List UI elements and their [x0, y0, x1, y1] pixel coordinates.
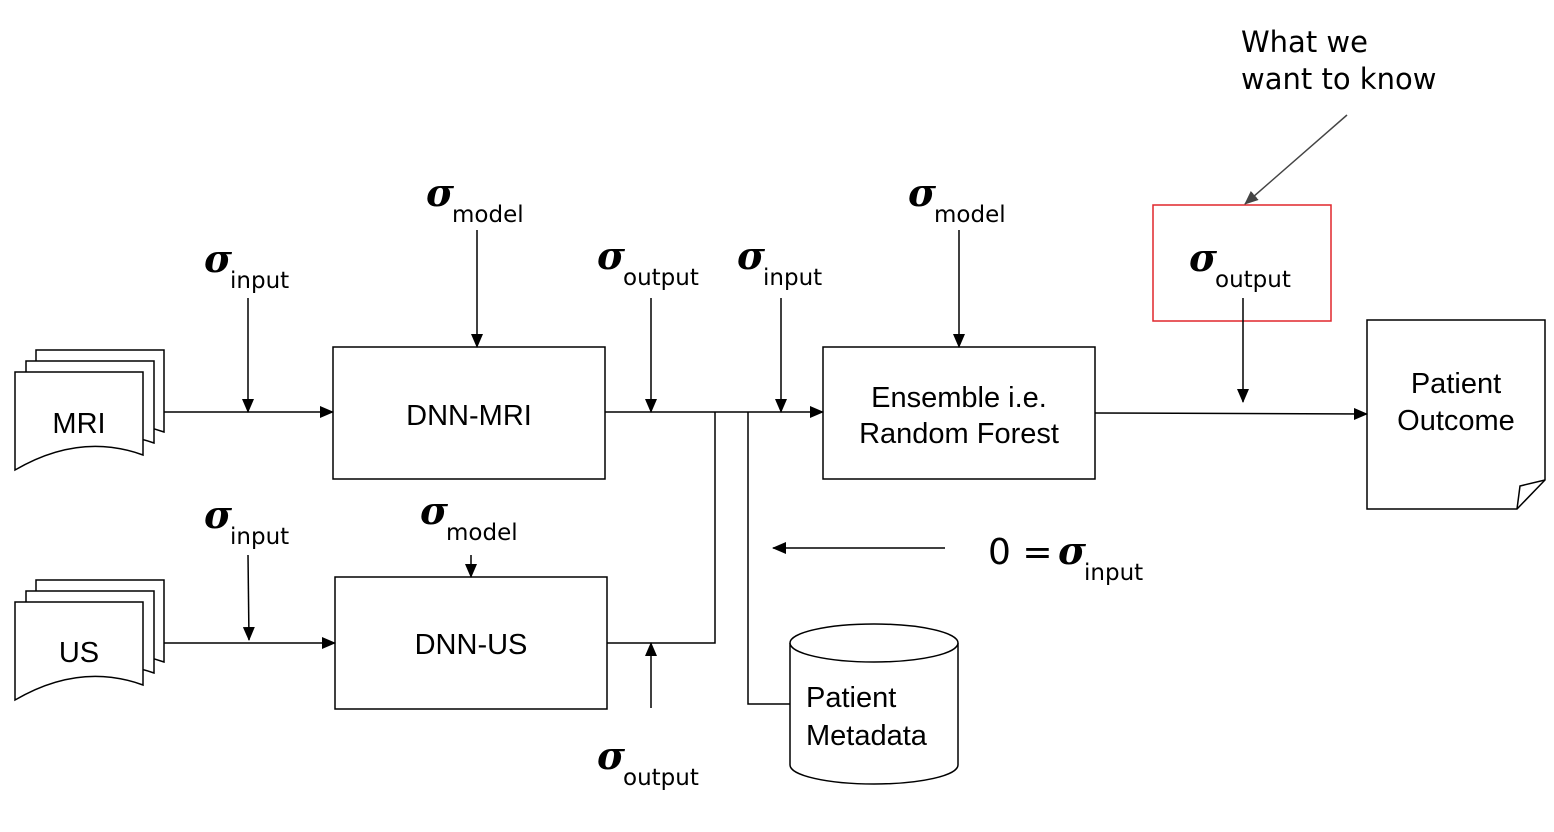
svg-text:0 =: 0 =: [988, 532, 1053, 573]
outcome-label-line1: Patient: [1411, 368, 1501, 400]
svg-text:σ: σ: [426, 170, 455, 215]
sigma-model-dnn-mri: σ model: [426, 170, 524, 228]
svg-text:output: output: [623, 265, 699, 291]
mri-input-label: MRI: [52, 408, 105, 440]
sigma-input-ensemble: σ input: [737, 233, 822, 291]
patient-outcome-document: [1366, 319, 1546, 510]
dnn-us-label: DNN-US: [415, 629, 528, 661]
sigma-output-final: σ output: [1189, 235, 1291, 293]
annotation-line1: What we: [1241, 25, 1368, 59]
svg-text:σ: σ: [420, 488, 449, 533]
svg-text:σ: σ: [1189, 235, 1218, 280]
patient-metadata-database: [789, 623, 959, 785]
ensemble-label-line2: Random Forest: [859, 418, 1059, 450]
mri-input-documents: [14, 349, 165, 472]
annotation-arrow: [1244, 114, 1348, 205]
svg-text:model: model: [446, 520, 518, 546]
svg-text:input: input: [230, 268, 289, 294]
svg-text:σ: σ: [204, 236, 233, 281]
ensemble-label-line1: Ensemble i.e.: [871, 382, 1047, 414]
sigma-output-dnn-mri: σ output: [597, 233, 699, 291]
svg-text:output: output: [623, 765, 699, 791]
sigma-model-ensemble: σ model: [908, 170, 1006, 228]
dnn-mri-box: [332, 346, 606, 480]
sigma-input-mri: σ input: [204, 236, 289, 294]
us-input-label: US: [59, 637, 99, 669]
highlight-box: [1152, 204, 1332, 322]
us-input-documents: [14, 579, 165, 702]
ensemble-box: [822, 346, 1096, 480]
sigma-input-us: σ input: [204, 492, 289, 550]
dnn-us-box: [334, 576, 608, 710]
svg-text:model: model: [452, 202, 524, 228]
dnn-mri-label: DNN-MRI: [406, 400, 532, 432]
metadata-label-line1: Patient: [806, 682, 896, 714]
svg-text:σ: σ: [204, 492, 233, 537]
svg-text:input: input: [230, 524, 289, 550]
svg-text:input: input: [763, 265, 822, 291]
svg-text:σ: σ: [597, 733, 626, 778]
svg-text:model: model: [934, 202, 1006, 228]
sigma-output-dnn-us: σ output: [597, 733, 699, 791]
annotation-line2: want to know: [1241, 62, 1436, 96]
svg-text:σ: σ: [737, 233, 766, 278]
svg-text:σ: σ: [597, 233, 626, 278]
sigma-input-metadata: 0 = σ input: [988, 528, 1143, 586]
svg-text:output: output: [1215, 267, 1291, 293]
metadata-label-line2: Metadata: [806, 720, 928, 752]
svg-text:σ: σ: [1058, 528, 1087, 573]
svg-text:input: input: [1084, 560, 1143, 586]
outcome-label-line2: Outcome: [1397, 405, 1515, 437]
svg-text:σ: σ: [908, 170, 937, 215]
connectors: [164, 230, 1368, 708]
sigma-model-dnn-us: σ model: [420, 488, 518, 546]
